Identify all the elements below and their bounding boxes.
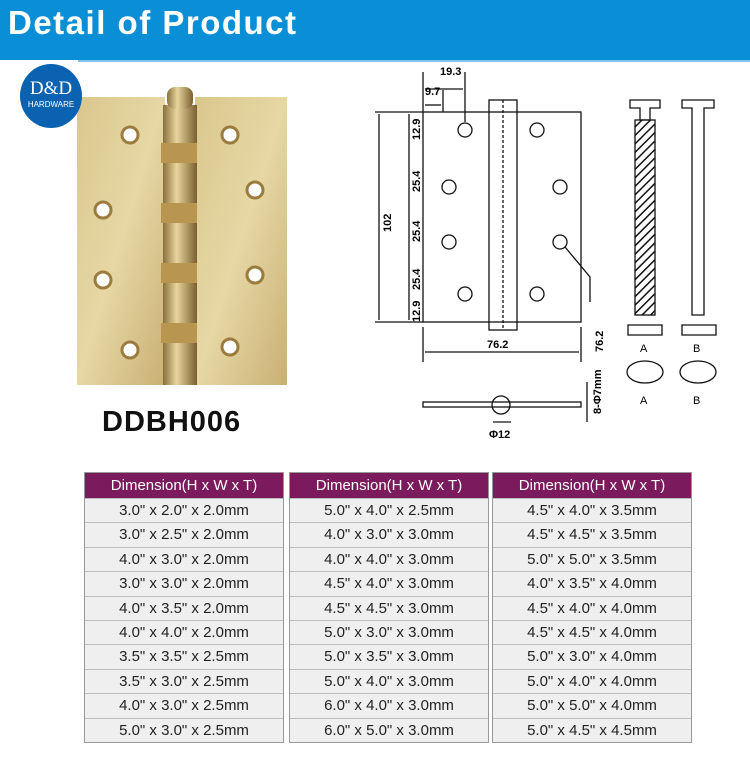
- dim-102: 102: [382, 214, 394, 232]
- dim-thickness: 8-Φ7mm: [592, 369, 604, 414]
- hinge-photo: [77, 87, 287, 385]
- table-row: 4.0" x 3.5" x 4.0mm: [493, 571, 691, 596]
- screw-label-a: A: [640, 343, 648, 355]
- table-row: 4.5" x 4.5" x 3.0mm: [290, 595, 488, 620]
- table-row: 4.5" x 4.5" x 4.0mm: [493, 619, 691, 645]
- table-row: 5.0" x 4.0" x 4.0mm: [493, 668, 691, 694]
- technical-drawing: 19.3 9.7 12.9 25.4 25.4 25.4 12.9 102 76…: [375, 66, 606, 441]
- table-row: 3.5" x 3.0" x 2.5mm: [85, 668, 283, 694]
- table-row: 5.0" x 4.0" x 3.0mm: [290, 668, 488, 694]
- table-row: 5.0" x 3.0" x 4.0mm: [493, 644, 691, 669]
- table-row: 4.0" x 3.0" x 2.5mm: [85, 693, 283, 718]
- table-row: 5.0" x 3.0" x 3.0mm: [290, 619, 488, 645]
- screw-head-label-a: A: [640, 395, 648, 407]
- header-bar: Detail of Product: [0, 0, 750, 60]
- dim-width: 76.2: [487, 339, 508, 351]
- table-row: 4.5" x 4.0" x 3.0mm: [290, 571, 488, 596]
- table-row: 3.0" x 2.0" x 2.0mm: [85, 498, 283, 523]
- header-divider: [78, 60, 750, 62]
- table-row: 5.0" x 4.5" x 4.5mm: [493, 717, 691, 742]
- table-row: 4.0" x 3.0" x 2.0mm: [85, 546, 283, 572]
- table-row: 4.5" x 4.5" x 3.5mm: [493, 522, 691, 547]
- table-row: 4.5" x 4.0" x 4.0mm: [493, 595, 691, 620]
- table-row: 5.0" x 3.0" x 2.5mm: [85, 717, 283, 742]
- dim-25-4-b: 25.4: [411, 220, 423, 242]
- table-row: 5.0" x 4.0" x 2.5mm: [290, 498, 488, 523]
- table-row: 4.0" x 3.5" x 2.0mm: [85, 595, 283, 620]
- dim-25-4-c: 25.4: [411, 268, 423, 290]
- dim-hole: 76.2: [594, 331, 606, 352]
- table-row: 5.0" x 3.5" x 3.0mm: [290, 644, 488, 669]
- screw-label-b: B: [693, 343, 700, 355]
- table-row: 6.0" x 4.0" x 3.0mm: [290, 693, 488, 718]
- table-row: 3.0" x 3.0" x 2.0mm: [85, 571, 283, 596]
- logo-sub: HARDWARE: [27, 100, 75, 109]
- table-row: 5.0" x 5.0" x 4.0mm: [493, 693, 691, 718]
- table-row: 6.0" x 5.0" x 3.0mm: [290, 717, 488, 742]
- dim-12-9-bottom: 12.9: [411, 301, 423, 322]
- dim-19-3: 19.3: [440, 66, 461, 78]
- product-model: DDBH006: [102, 406, 242, 438]
- dim-12-9-top: 12.9: [411, 119, 423, 140]
- page-title: Detail of Product: [8, 4, 298, 41]
- table-row: 4.0" x 4.0" x 2.0mm: [85, 619, 283, 645]
- dim-knuckle: Φ12: [489, 429, 510, 441]
- table-header: Dimension(H x W x T): [290, 473, 488, 498]
- brand-logo: D&D HARDWARE: [20, 64, 82, 128]
- table-row: 4.0" x 3.0" x 3.0mm: [290, 522, 488, 547]
- table-row: 4.0" x 4.0" x 3.0mm: [290, 546, 488, 572]
- table-row: 5.0" x 5.0" x 3.5mm: [493, 546, 691, 572]
- table-row: 4.5" x 4.0" x 3.5mm: [493, 498, 691, 523]
- table-row: 3.0" x 2.5" x 2.0mm: [85, 522, 283, 547]
- dim-9-7: 9.7: [425, 86, 440, 98]
- table-row: 3.5" x 3.5" x 2.5mm: [85, 644, 283, 669]
- screw-head-label-b: B: [693, 395, 700, 407]
- table-header: Dimension(H x W x T): [493, 473, 691, 498]
- screw-diagrams: A B A B: [626, 99, 717, 407]
- dim-25-4-a: 25.4: [411, 170, 423, 192]
- table-header: Dimension(H x W x T): [85, 473, 283, 498]
- logo-brand: D&D: [29, 78, 73, 99]
